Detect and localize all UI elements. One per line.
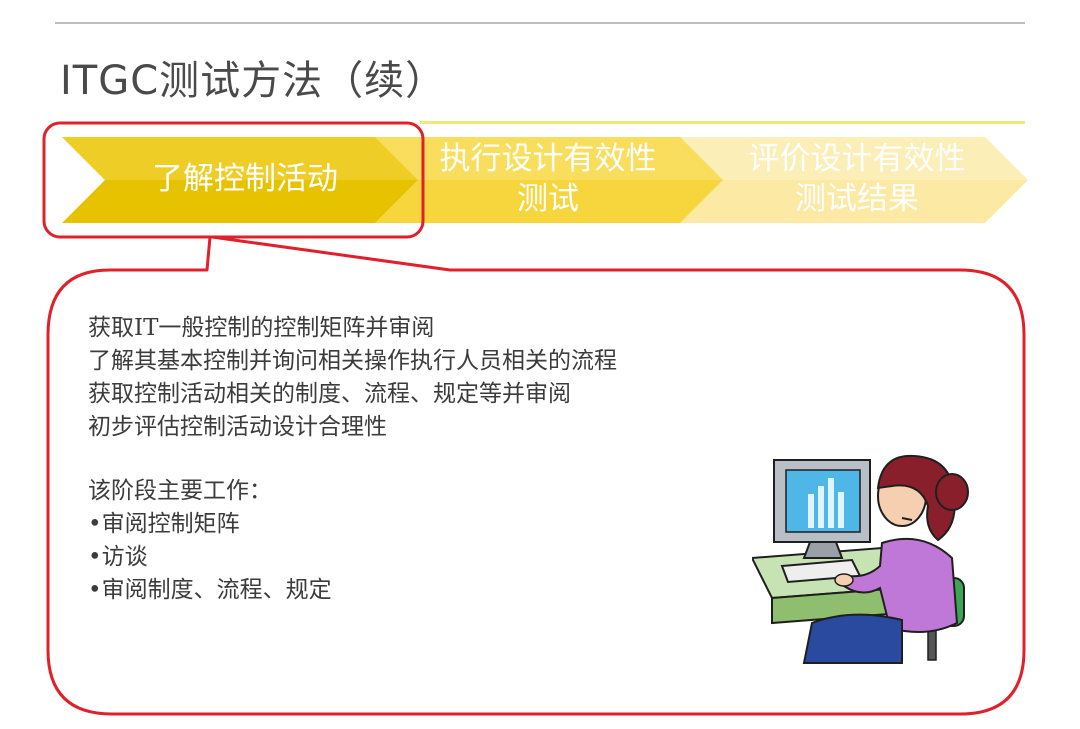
step-3-chevron-highlight — [680, 137, 1028, 180]
step-2-line-1: 执行设计有效性 — [439, 141, 657, 177]
step-3-line-2: 测试结果 — [795, 181, 919, 217]
activity-line: 初步评估控制活动设计合理性 — [88, 414, 387, 440]
work-item: •访谈 — [88, 544, 148, 570]
top-divider — [55, 22, 1025, 24]
step-1-label: 了解控制活动 — [100, 159, 390, 199]
step-3-line-1: 评价设计有效性 — [748, 141, 966, 177]
step-1-chevron-highlight — [62, 137, 418, 180]
details-callout — [46, 235, 1026, 716]
step-3-label: 评价设计有效性 测试结果 — [722, 139, 992, 219]
details-box-text: 获取IT一般控制的控制矩阵并审阅 了解其基本控制并询问相关操作执行人员相关的流程… — [88, 312, 617, 607]
activity-line: 获取IT一般控制的控制矩阵并审阅 — [88, 315, 435, 341]
step-2-line-2: 测试 — [517, 181, 579, 217]
activity-line: 了解其基本控制并询问相关操作执行人员相关的流程 — [88, 348, 617, 374]
step-2-chevron-highlight — [375, 137, 723, 180]
page-title: ITGC测试方法（续） — [60, 58, 447, 104]
yellow-divider — [420, 121, 1025, 124]
step-1-line-1: 了解控制活动 — [152, 161, 338, 197]
work-item: •审阅控制矩阵 — [88, 511, 240, 537]
activity-line: 获取控制活动相关的制度、流程、规定等并审阅 — [88, 381, 571, 407]
work-item: •审阅制度、流程、规定 — [88, 577, 332, 603]
active-step-frame — [42, 121, 425, 239]
work-title: 该阶段主要工作： — [88, 478, 272, 504]
person-at-computer-icon — [752, 454, 969, 664]
step-2-label: 执行设计有效性 测试 — [418, 139, 678, 219]
